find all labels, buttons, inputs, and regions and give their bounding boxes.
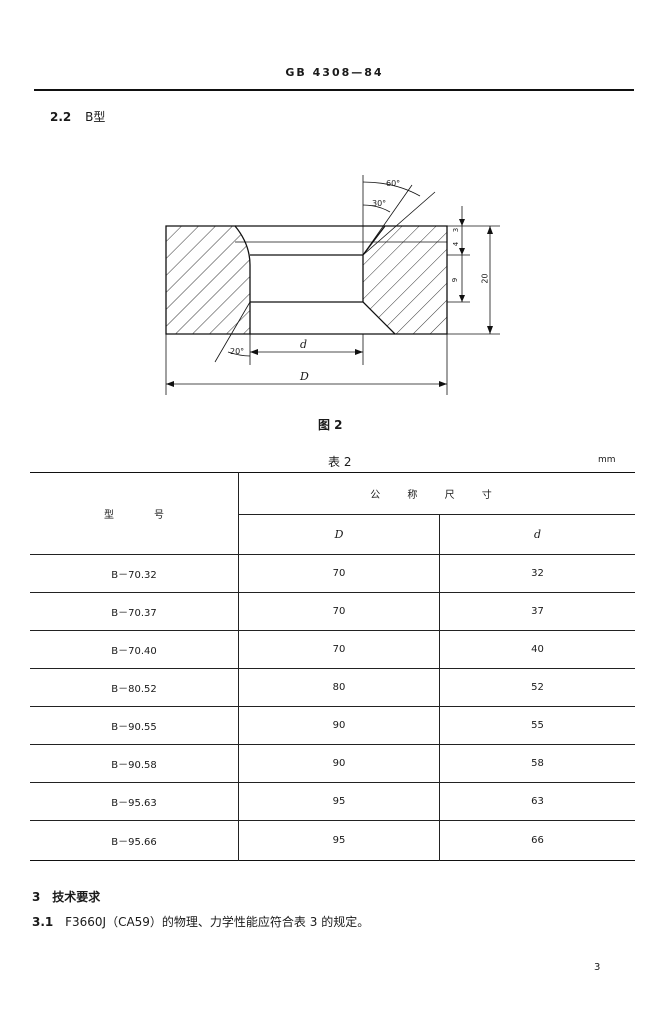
label-D: D: [300, 370, 309, 383]
cell-D: 70: [238, 554, 440, 593]
clause-3-1: 3.1 F3660J（CA59）的物理、力学性能应符合表 3 的规定。: [32, 913, 369, 930]
section-3-heading: 3 技术要求: [32, 888, 100, 905]
table-row: B－70.32 70 32: [30, 554, 635, 593]
section-title: 技术要求: [52, 890, 101, 904]
cell-d: 58: [439, 744, 635, 783]
cell-d: 55: [439, 706, 635, 745]
col-d-header: d: [439, 514, 635, 555]
label-60-deg: 60°: [386, 179, 401, 188]
standard-number-header: GB 4308—84: [285, 66, 384, 79]
section-number: 2.2: [50, 110, 72, 124]
cell-d: 52: [439, 668, 635, 707]
label-dim-20: 20: [480, 273, 490, 284]
col-model-label: 型 号: [104, 510, 164, 521]
cell-D: 80: [238, 668, 440, 707]
cell-model: B－95.63: [111, 798, 157, 809]
cell-model: B－70.37: [111, 608, 157, 619]
cell-model: B－70.32: [111, 570, 157, 581]
page-number: 3: [594, 962, 601, 973]
table-unit: mm: [598, 455, 616, 465]
table-row: B－90.55 90 55: [30, 706, 635, 745]
table-row: B－70.37 70 37: [30, 592, 635, 631]
cell-model: B－90.58: [111, 760, 157, 771]
cell-model: B－70.40: [111, 646, 157, 657]
clause-number: 3.1: [32, 915, 54, 929]
table-2: 型 号 公 称 尺 寸 D d B－70.32 70 32 B－70.37 70…: [30, 472, 635, 861]
col-D-header: D: [238, 514, 440, 555]
label-20-deg: 20°: [230, 347, 245, 356]
table-caption: 表 2: [328, 455, 352, 469]
table-row: B－70.40 70 40: [30, 630, 635, 669]
table-row: B－80.52 80 52: [30, 668, 635, 707]
figure-2-drawing: [165, 175, 500, 395]
cell-D: 95: [238, 782, 440, 821]
cell-D: 90: [238, 744, 440, 783]
label-dim-3: 3: [452, 227, 461, 233]
cell-d: 37: [439, 592, 635, 631]
section-title: B型: [85, 110, 106, 124]
label-d: d: [300, 338, 308, 351]
table-row: B－95.66 95 66: [30, 820, 635, 861]
figure-caption: 图 2: [318, 418, 343, 432]
label-dim-9: 9: [451, 277, 460, 283]
header-rule: [34, 89, 634, 91]
label-30-deg: 30°: [372, 199, 387, 208]
label-dim-4: 4: [452, 241, 461, 247]
cell-d: 66: [439, 820, 635, 861]
table-row: B－90.58 90 58: [30, 744, 635, 783]
cell-model: B－80.52: [111, 684, 157, 695]
cell-D: 95: [238, 820, 440, 861]
cell-d: 32: [439, 554, 635, 593]
cell-d: 63: [439, 782, 635, 821]
col-group-label: 公 称 尺 寸: [370, 490, 504, 501]
section-2-2-heading: 2.2 B型: [50, 108, 105, 125]
cell-model: B－90.55: [111, 722, 157, 733]
section-number: 3: [32, 890, 41, 904]
cell-D: 70: [238, 592, 440, 631]
col-model-header: 型 号: [30, 472, 239, 555]
col-group-header: 公 称 尺 寸: [238, 472, 635, 515]
cell-model: B－95.66: [111, 837, 157, 848]
clause-text: F3660J（CA59）的物理、力学性能应符合表 3 的规定。: [65, 915, 370, 929]
cell-d: 40: [439, 630, 635, 669]
cell-D: 90: [238, 706, 440, 745]
table-row: B－95.63 95 63: [30, 782, 635, 821]
cell-D: 70: [238, 630, 440, 669]
